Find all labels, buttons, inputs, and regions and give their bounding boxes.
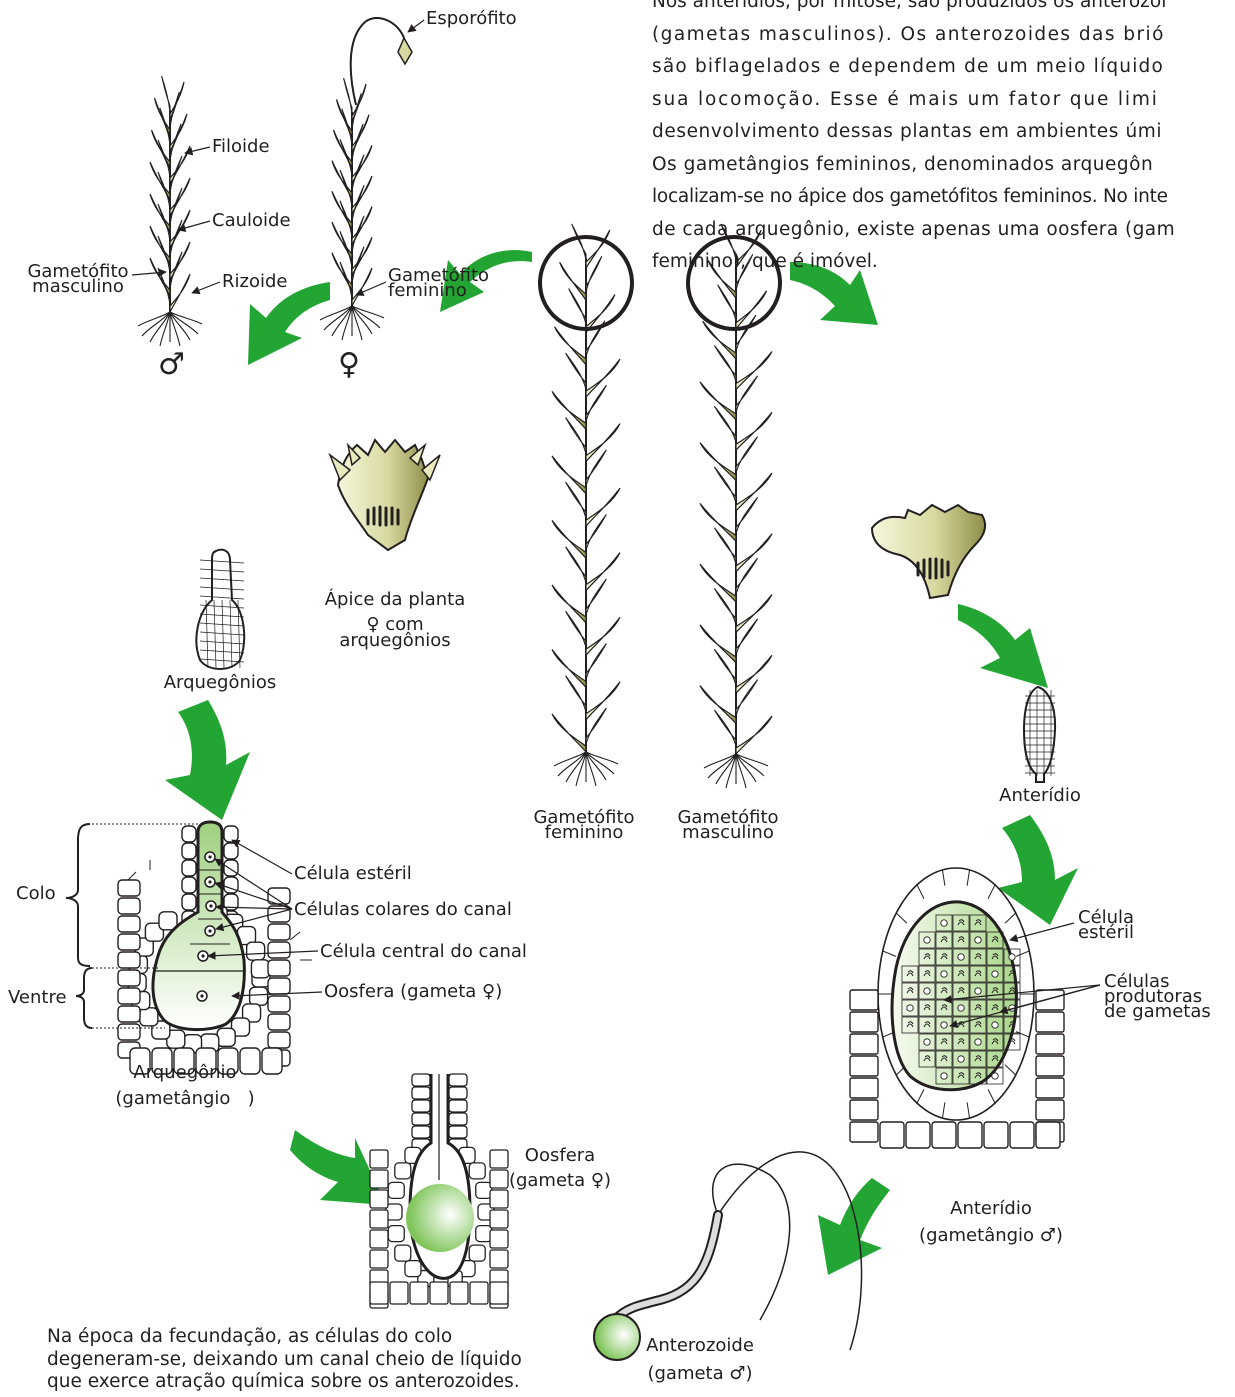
small-male-gametophyte — [138, 76, 202, 346]
label-gametofito-feminino-center: Gametófito feminino — [522, 808, 646, 842]
label-esporofito: Esporófito — [426, 9, 517, 28]
small-female-gametophyte — [320, 78, 384, 340]
leader-rizoide — [192, 282, 220, 293]
label-line: (gameta ♀) — [495, 1171, 625, 1190]
leader-gametofito-fem — [356, 282, 386, 295]
female-apex-closeup — [330, 440, 440, 550]
note-line: que exerce atração química sobre os ante… — [47, 1371, 522, 1394]
oosfera-egg — [406, 1184, 474, 1252]
label-line: arquegônios — [310, 631, 480, 650]
label-colo: Colo — [16, 884, 56, 903]
label-line: Anterozoide — [635, 1336, 765, 1355]
antheridium-detail — [850, 868, 1100, 1148]
male-apex-closeup — [872, 505, 985, 598]
label-line: Oosfera — [495, 1146, 625, 1165]
sporophyte-capsule — [398, 38, 412, 64]
label-line: Anterídio — [896, 1199, 1086, 1218]
label-line: masculino — [26, 277, 130, 296]
label-ventre: Ventre — [8, 988, 67, 1007]
male-symbol: ♂ — [158, 350, 185, 380]
intro-paragraph: Nos anterídios, por mitose, são produzid… — [652, 0, 1175, 279]
cycle-arrow-2 — [248, 282, 330, 365]
cycle-arrow-5 — [165, 700, 250, 820]
label-arquegonios: Arquegônios — [140, 673, 300, 692]
paragraph-line: feminino), que é imóvel. — [652, 246, 1175, 279]
colo-brace — [66, 824, 90, 966]
paragraph-line: Nos anterídios, por mitose, são produzid… — [652, 0, 1175, 19]
paragraph-line: são biflagelados e dependem de um meio l… — [652, 51, 1175, 84]
small-antheridium — [1024, 687, 1055, 782]
label-line: Arquegônio — [100, 1063, 270, 1082]
mature-archegonium — [370, 1074, 508, 1308]
label-anteridio-caption: Anterídio (gametângio ♂) — [896, 1199, 1086, 1245]
label-apice-planta: Ápice da planta ♀ com arquegônios — [310, 590, 480, 650]
paragraph-line: Os gametângios femininos, denominados ar… — [652, 149, 1175, 182]
label-celula-esteril: Célula estéril — [294, 864, 412, 883]
label-line: (gameta ♂) — [635, 1364, 765, 1383]
paragraph-line: localizam-se no ápice dos gametófitos fe… — [652, 181, 1175, 214]
label-gametofito-masculino-top: Gametófito masculino — [26, 262, 130, 296]
label-oosfera: Oosfera (gameta ♀) — [495, 1146, 625, 1190]
note-line: Na época da fecundação, as células do co… — [47, 1326, 522, 1349]
label-cauloide: Cauloide — [212, 211, 291, 230]
paragraph-line: (gametas masculinos). Os anterozoides da… — [652, 19, 1175, 52]
label-gametofito-masculino-center: Gametófito masculino — [666, 808, 790, 842]
paragraph-line: sua locomoção. Esse é mais um fator que … — [652, 84, 1175, 117]
label-gametofito-feminino-top: Gametófito feminino — [388, 266, 489, 300]
label-line: Ápice da planta — [310, 590, 480, 609]
cycle-arrow-8 — [818, 1178, 890, 1275]
label-rizoide: Rizoide — [222, 272, 287, 291]
note-line: degeneram-se, deixando um canal cheio de… — [47, 1349, 522, 1372]
antheridium-sperm-chamber — [892, 902, 1016, 1090]
sporophyte-seta — [351, 18, 404, 105]
ventre-brace — [76, 968, 92, 1028]
leader-esporofito — [408, 20, 424, 32]
paragraph-line: de cada arquegônio, existe apenas uma oo… — [652, 214, 1175, 247]
label-line: de gametas — [1104, 1002, 1211, 1021]
label-oosfera-detail: Oosfera (gameta ♀) — [324, 982, 502, 1001]
label-anterozoide: Anterozoide (gameta ♂) — [635, 1336, 765, 1383]
label-celula-central: Célula central do canal — [320, 942, 527, 961]
label-line: masculino — [666, 823, 790, 842]
cycle-arrow-4 — [958, 604, 1048, 688]
female-symbol: ♀ — [338, 350, 360, 380]
small-archegonium — [196, 550, 244, 669]
label-anteridio: Anterídio — [980, 786, 1100, 805]
label-line: estéril — [1078, 923, 1134, 942]
large-male-gametophyte — [700, 224, 772, 788]
label-celulas-produtoras: Células produtoras de gametas — [1104, 972, 1211, 1021]
antherozoid — [594, 1152, 862, 1360]
label-line: (gametângio ♂) — [896, 1226, 1086, 1245]
fecundacao-note: Na época da fecundação, as células do co… — [47, 1326, 522, 1394]
large-female-gametophyte — [552, 224, 620, 786]
label-arquegonio-caption: Arquegônio (gametângio ) — [100, 1063, 270, 1108]
label-filoide: Filoide — [212, 137, 270, 156]
label-line: (gametângio ) — [100, 1089, 270, 1108]
paragraph-line: desenvolvimento dessas plantas em ambien… — [652, 116, 1175, 149]
archegonium-detail — [66, 822, 322, 1074]
label-celulas-colares: Células colares do canal — [294, 900, 512, 919]
label-anteridio-celula-esteril: Célula estéril — [1078, 908, 1134, 942]
